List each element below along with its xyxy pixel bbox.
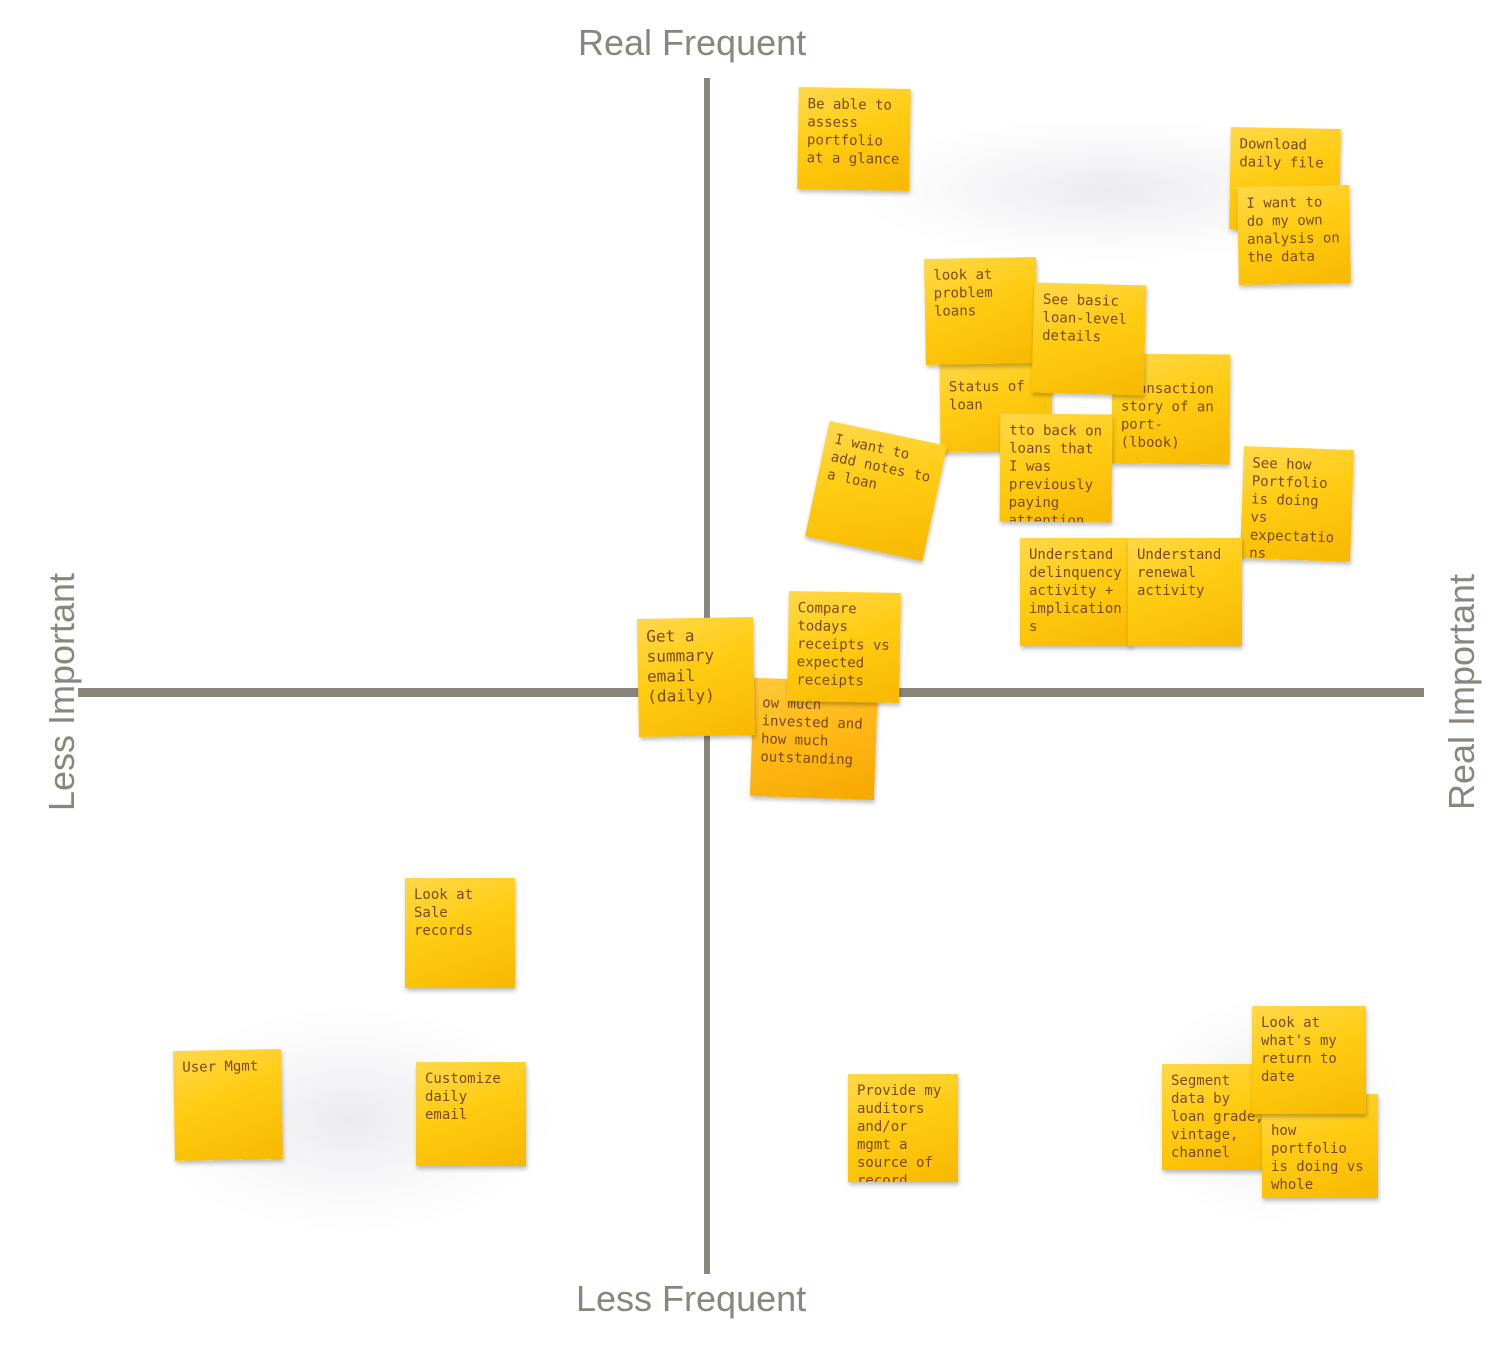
note-text: I want to add notes to a loan	[825, 431, 932, 493]
note-text: See basic loan-level details	[1041, 291, 1128, 346]
note-text: Look at Sale records	[414, 887, 474, 939]
sticky-note: Understand renewal activity	[1128, 538, 1242, 646]
note-text: tto back on loans that I was previously …	[1008, 422, 1103, 523]
sticky-note: look at problem loans	[924, 257, 1038, 365]
note-text: look at problem loans	[933, 266, 993, 320]
note-text: Be able to assess portfolio at a glance	[806, 96, 900, 168]
note-text: how portfolio is doing vs whole	[1271, 1123, 1364, 1193]
note-text: Look at what's my return to date	[1261, 1015, 1337, 1085]
sticky-note: Look at what's my return to date	[1252, 1006, 1366, 1114]
note-text: Status of loan	[948, 378, 1025, 414]
note-text: Understand delinquency activity + implic…	[1029, 547, 1122, 635]
sticky-note: See how Portfolio is doing vs expectatio…	[1240, 446, 1354, 562]
note-text: Download daily file	[1239, 136, 1324, 172]
note-text: I want to do my own analysis on the data	[1246, 194, 1340, 266]
note-text: Segment data by loan grade, vintage, cha…	[1171, 1073, 1264, 1161]
axis-label-top: Real Frequent	[578, 22, 807, 63]
sticky-note: I want to add notes to a loan	[805, 420, 947, 562]
axis-label-right: Real Important	[1441, 573, 1482, 811]
sticky-note: See basic loan-level details	[1031, 282, 1147, 396]
note-text: See how Portfolio is doing vs expectatio…	[1248, 455, 1335, 562]
sticky-note: tto back on loans that I was previously …	[999, 413, 1113, 523]
note-text: Get a summary email (daily)	[646, 626, 715, 706]
sticky-note: Be able to assess portfolio at a glance	[797, 87, 911, 191]
note-text: Provide my auditors and/or mgmt a source…	[857, 1083, 942, 1182]
sticky-note: Understand delinquency activity + implic…	[1020, 538, 1132, 646]
sticky-note: User Mgmt	[173, 1049, 283, 1161]
sticky-note: Get a summary email (daily)	[636, 616, 756, 738]
note-text: Compare todays receipts vs expected rece…	[796, 600, 890, 690]
sticky-note: Compare todays receipts vs expected rece…	[787, 591, 901, 703]
axis-label-left: Less Important	[41, 572, 82, 812]
note-text: Customize daily email	[425, 1071, 501, 1123]
sticky-note: Look at Sale records	[405, 878, 515, 988]
note-text: User Mgmt	[182, 1058, 259, 1076]
note-text: Understand renewal activity	[1137, 547, 1222, 599]
sticky-note: I want to do my own analysis on the data	[1237, 185, 1351, 285]
sticky-note: Customize daily email	[416, 1062, 526, 1166]
sticky-note: Provide my auditors and/or mgmt a source…	[848, 1074, 958, 1182]
axis-label-bottom: Less Frequent	[576, 1278, 807, 1319]
